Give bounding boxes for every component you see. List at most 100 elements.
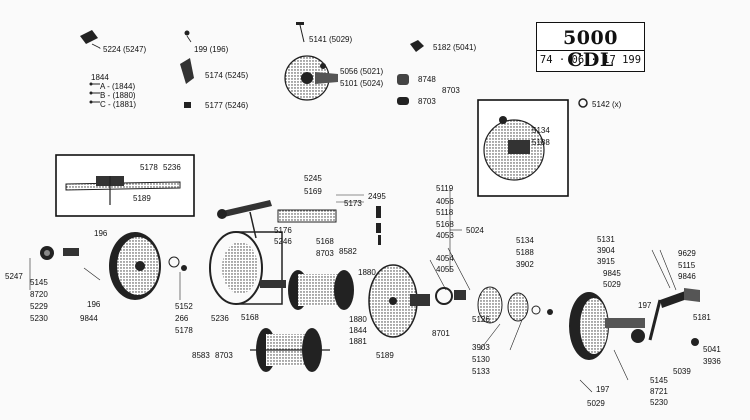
label-5029: 5029: [587, 399, 605, 408]
label-5245: 5245: [304, 174, 322, 183]
part-5041-nut: [691, 338, 699, 346]
part-spool-upper: [288, 270, 354, 310]
label-4056: 4056: [436, 197, 454, 206]
part-spool-lower: [250, 328, 330, 372]
part-5224-cap: [80, 30, 101, 49]
label-5236: 5236: [211, 314, 229, 323]
label-1844-a: A - (1844): [100, 82, 135, 91]
label-5134: 5134: [516, 236, 534, 245]
label-5126: 5126: [472, 315, 490, 324]
label-1844-b: B - (1880): [100, 91, 136, 100]
label-199: 199 (196): [194, 45, 229, 54]
part-5182-nut: [410, 40, 424, 52]
label-197: 197: [596, 385, 610, 394]
title-divider: [537, 50, 644, 51]
part-5189-gear-plate: [368, 264, 430, 338]
leader-lines: [29, 48, 677, 393]
label-1880-top: 1880: [358, 268, 376, 277]
label-5230-left: 5230: [30, 314, 48, 323]
part-5141-screw: [296, 22, 305, 43]
label-8703-lower: 8703: [215, 351, 233, 360]
label-5173: 5173: [344, 199, 362, 208]
label-5142: 5142 (x): [592, 100, 622, 109]
label-5236-inset: 5236: [163, 163, 181, 172]
label-266: 266: [175, 314, 189, 323]
label-8701: 8701: [432, 329, 450, 338]
label-5177: 5177 (5246): [205, 101, 248, 110]
model-name: 5000 CDL: [563, 27, 618, 71]
part-8748-bearing: [397, 74, 409, 105]
label-196-top: 196: [94, 229, 108, 238]
part-5145-knob: [40, 246, 79, 260]
label-5152: 5152: [175, 302, 193, 311]
label-8703-top: 8703: [442, 86, 460, 95]
label-5029-top: 5029: [603, 280, 621, 289]
label-1880: 1880: [349, 315, 367, 324]
label-1844-c: C - (1881): [100, 100, 136, 109]
label-5169: 5169: [304, 187, 322, 196]
label-5174: 5174 (5245): [205, 71, 248, 80]
model-title-box: 5000 CDL 74 · 06 · 17 199: [536, 22, 645, 72]
label-5131: 5131: [597, 235, 615, 244]
label-5168-spool: 5168: [316, 237, 334, 246]
label-2495: 2495: [368, 192, 386, 201]
label-5189: 5189: [376, 351, 394, 360]
label-3936: 3936: [703, 357, 721, 366]
label-9845: 9845: [603, 269, 621, 278]
label-4055: 4055: [436, 265, 454, 274]
label-5041: 5041: [703, 345, 721, 354]
label-5178-inset: 5178: [140, 163, 158, 172]
part-5174-lever: [180, 58, 194, 84]
label-5039: 5039: [673, 367, 691, 376]
inset-left-detail: [65, 176, 181, 205]
part-5245-handle: [217, 200, 272, 239]
label-3903: 3903: [472, 343, 490, 352]
label-8703-spool: 8703: [316, 249, 334, 258]
label-5118: 5118: [436, 208, 454, 217]
part-9629-crank: [648, 288, 700, 341]
part-5134-washer: [435, 287, 466, 305]
label-5178: 5178: [175, 326, 193, 335]
label-4054: 4054: [436, 254, 454, 263]
part-5236-frame: [209, 231, 286, 305]
part-labels: 5224 (5247) 199 (196) 5141 (5029) 5182 (…: [5, 35, 721, 408]
label-5101: 5101 (5024): [340, 79, 383, 88]
label-8720: 8720: [30, 290, 48, 299]
label-5224: 5224 (5247): [103, 45, 146, 54]
model-code: 74 · 06 · 17 199: [539, 54, 642, 66]
part-5177-nut: [184, 102, 191, 108]
label-5181: 5181: [693, 313, 711, 322]
label-1844: 1844: [91, 73, 109, 82]
label-5168-lower: 5168: [241, 313, 259, 322]
part-5039-side-plate: [569, 292, 645, 360]
label-197-top: 197: [638, 301, 652, 310]
label-5056: 5056 (5021): [340, 67, 383, 76]
part-1844-screws: [89, 82, 100, 104]
label-5145-left: 5145: [30, 278, 48, 287]
part-5152-clips: [168, 256, 187, 271]
label-3904: 3904: [597, 246, 615, 255]
part-3902-gear: [477, 286, 553, 324]
label-8721: 8721: [650, 387, 668, 396]
label-5230: 5230: [650, 398, 668, 407]
part-5142-clip: [578, 98, 588, 108]
part-4053-pins: [376, 206, 381, 245]
part-9844-side-plate: [109, 232, 161, 300]
label-8583: 8583: [192, 351, 210, 360]
label-5229: 5229: [30, 302, 48, 311]
label-5182: 5182 (5041): [433, 43, 476, 52]
label-1881: 1881: [349, 337, 367, 346]
label-1844-screw: 1844: [349, 326, 367, 335]
label-4053: 4053: [436, 231, 454, 240]
label-5188-inset: 5188: [532, 138, 550, 147]
label-8703-top2: 8703: [418, 97, 436, 106]
label-8582: 8582: [339, 247, 357, 256]
label-9844: 9844: [80, 314, 98, 323]
label-5176: 5176: [274, 226, 292, 235]
label-5133: 5133: [472, 367, 490, 376]
label-3902: 3902: [516, 260, 534, 269]
part-5173-rod: [277, 209, 337, 223]
label-5168-mid: 5168: [436, 220, 454, 229]
